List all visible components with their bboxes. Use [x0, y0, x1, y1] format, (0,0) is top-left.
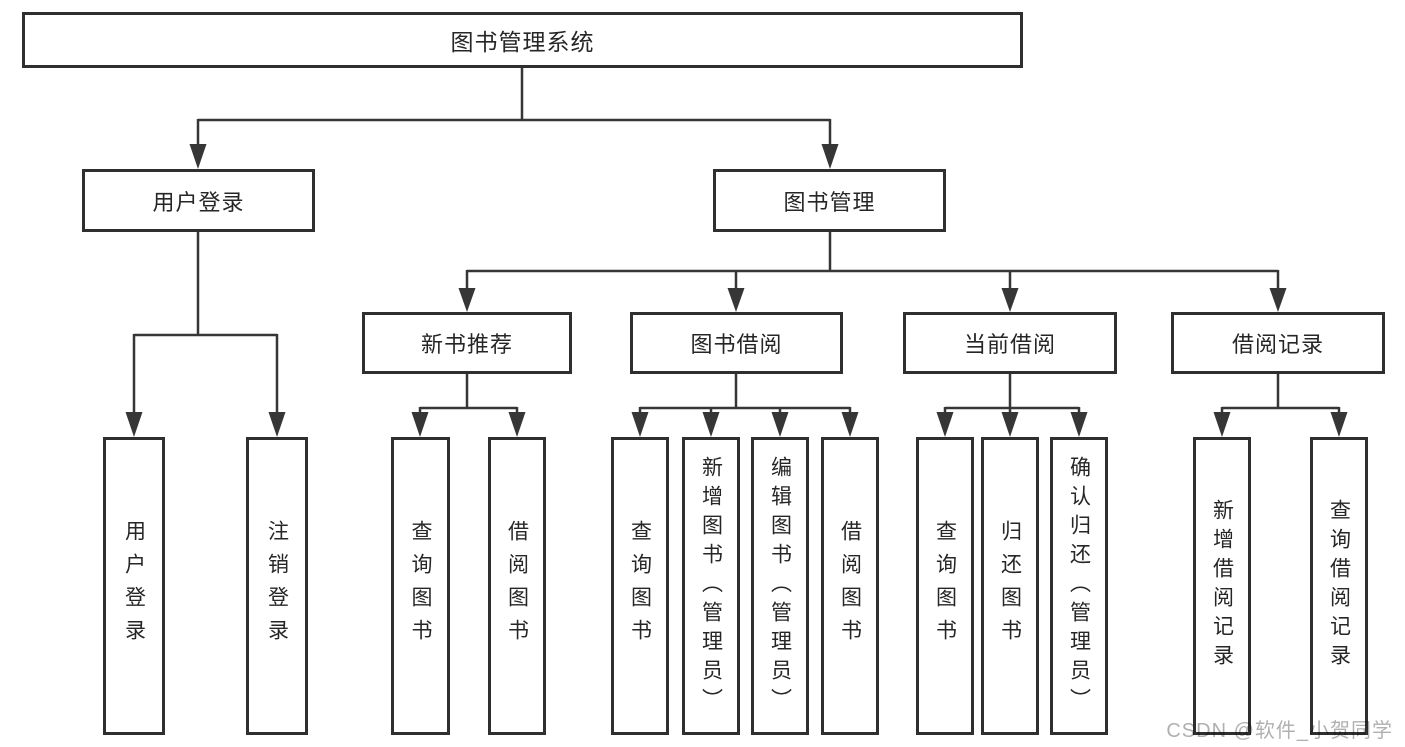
csdn-watermark: CSDN @软件_小贺同学: [1166, 720, 1393, 742]
leaf-query-books-current: 查询图书: [916, 437, 974, 735]
arrow-icon: [189, 144, 207, 169]
node-label: 新增借阅记录: [1210, 499, 1234, 673]
arrow-icon: [458, 288, 476, 312]
node-label: 借阅图书: [838, 520, 862, 652]
arrow-icon: [702, 412, 720, 437]
node-label: 注销登录: [265, 520, 289, 652]
node-label: 图书借阅: [690, 332, 783, 357]
node-root-system: 图书管理系统: [22, 12, 1023, 68]
arrow-icon: [1330, 412, 1348, 437]
arrow-icon: [411, 412, 429, 437]
leaf-borrow-books-recommend: 借阅图书: [488, 437, 546, 735]
node-label: 借阅记录: [1231, 332, 1324, 357]
arrow-icon: [508, 412, 526, 437]
node-label: 归还图书: [998, 520, 1022, 652]
leaf-logout: 注销登录: [246, 437, 308, 735]
arrow-icon: [936, 412, 954, 437]
arrow-icon: [125, 412, 143, 437]
arrow-icon: [1269, 288, 1287, 312]
arrow-icon: [841, 412, 859, 437]
node-label: 确认归还（管理员）: [1067, 455, 1091, 717]
node-label: 新书推荐: [420, 332, 513, 357]
node-current-borrow: 当前借阅: [903, 312, 1117, 374]
node-label: 查询借阅记录: [1327, 499, 1351, 673]
node-label: 借阅图书: [505, 520, 529, 652]
leaf-add-books-admin: 新增图书（管理员）: [682, 437, 740, 735]
leaf-edit-books-admin: 编辑图书（管理员）: [751, 437, 809, 735]
node-label: 图书管理: [783, 189, 876, 215]
leaf-confirm-return-admin: 确认归还（管理员）: [1050, 437, 1108, 735]
leaf-user-login: 用户登录: [103, 437, 165, 735]
node-label: 新增图书（管理员）: [699, 455, 723, 717]
arrow-icon: [727, 288, 745, 312]
node-book-borrow: 图书借阅: [630, 312, 843, 374]
node-label: 查询图书: [933, 520, 957, 652]
leaf-return-books: 归还图书: [981, 437, 1039, 735]
arrow-icon: [1001, 412, 1019, 437]
node-label: 查询图书: [628, 520, 652, 652]
node-new-book-recommend: 新书推荐: [362, 312, 572, 374]
arrow-icon: [268, 412, 286, 437]
arrow-icon: [821, 144, 839, 169]
arrow-icon: [1213, 412, 1231, 437]
node-label: 用户登录: [152, 189, 245, 215]
leaf-borrow-books: 借阅图书: [821, 437, 879, 735]
node-label: 用户登录: [122, 520, 146, 652]
node-label: 查询图书: [409, 520, 432, 652]
leaf-query-books-recommend: 查询图书: [391, 437, 450, 735]
arrow-icon: [631, 412, 649, 437]
arrow-icon: [771, 412, 789, 437]
node-borrow-records: 借阅记录: [1171, 312, 1385, 374]
leaf-add-borrow-record: 新增借阅记录: [1193, 437, 1251, 735]
leaf-query-books-borrow: 查询图书: [611, 437, 669, 735]
arrow-icon: [1070, 412, 1088, 437]
node-label: 图书管理系统: [450, 29, 595, 55]
node-label: 当前借阅: [963, 332, 1056, 357]
node-label: 编辑图书（管理员）: [768, 455, 792, 717]
node-book-management: 图书管理: [713, 169, 946, 232]
arrow-icon: [1001, 288, 1019, 312]
leaf-query-borrow-record: 查询借阅记录: [1310, 437, 1368, 735]
node-user-login: 用户登录: [82, 169, 315, 232]
